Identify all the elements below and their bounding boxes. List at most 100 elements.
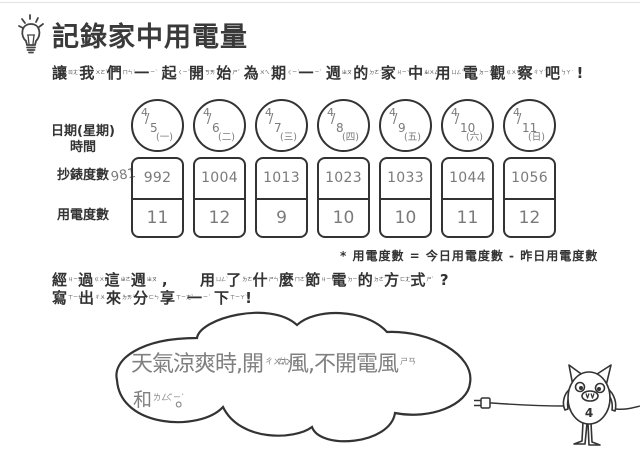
date-day: 8 — [336, 121, 344, 135]
date-circle: 4 / 11 (日) — [503, 99, 556, 152]
zhuyin: ㄔㄚˊ — [533, 69, 547, 76]
char: 開 — [188, 64, 204, 82]
char: 經 — [52, 271, 68, 289]
annotated-char: 家ㄐㄧㄚ — [381, 65, 412, 82]
date-day: 6 — [212, 121, 220, 135]
date-weekday: (二) — [218, 132, 235, 143]
day-column: 4 / 10 (六) 1044 11 — [441, 99, 494, 238]
annotated-char: 觀ㄍㄨㄢ — [490, 65, 521, 82]
annotated-char: 經ㄐㄧㄥ — [52, 271, 83, 289]
row-label-usage: 用電度數 — [56, 208, 109, 223]
annotated-char: 用ㄩㄥˋ — [435, 65, 464, 82]
char: 週 — [130, 271, 146, 289]
annotated-char: 分ㄈㄣ — [133, 290, 160, 307]
zhuyin: ㄍㄨㄛˋ — [94, 276, 112, 283]
char: 一 — [134, 64, 150, 82]
char: 中 — [408, 64, 424, 82]
zhuyin: ㄅㄚ˙ — [561, 69, 574, 76]
annotated-char: ? — [437, 272, 452, 289]
zhuyin: ㄌㄜ˙ — [242, 276, 255, 283]
answer-text: 。 — [175, 389, 194, 411]
date-day: 11 — [522, 121, 538, 135]
annotated-char: 了ㄌㄜ˙ — [226, 271, 255, 289]
zhuyin: ㄩㄥˋ — [216, 276, 229, 283]
char: 下 — [214, 289, 230, 307]
char: 一 — [298, 64, 314, 82]
zhuyin: ㄔㄨ — [95, 294, 106, 301]
reading-box: 1013 9 — [255, 157, 308, 238]
char: 吧 — [545, 64, 561, 82]
date-separator: / — [455, 112, 460, 127]
zhuyin: ㄉㄧㄢˋ — [347, 276, 365, 283]
usage-value: 11 — [146, 207, 169, 228]
date-separator: / — [517, 112, 522, 127]
annotated-char: 式ㄕˋ — [410, 272, 434, 289]
annotated-char: 出ㄔㄨ — [79, 289, 106, 307]
question-line2: 寫ㄒㄧㄝˇ 出ㄔㄨ 來ㄌㄞˊ 分ㄈㄣ 享ㄒㄧㄤˇ 一ㄧˊ 下ㄒㄧㄚˋ ! — [52, 290, 261, 307]
char: 這 — [104, 271, 120, 289]
zhuyin: ㄈㄣ — [149, 294, 160, 301]
char: , — [161, 271, 168, 289]
meter-reading-value: 1044 — [449, 170, 486, 187]
date-circle: 4 / 7 (三) — [255, 99, 308, 152]
zhuyin: ㄓㄜˋ — [120, 276, 134, 283]
char: 察 — [517, 64, 533, 82]
meter-reading-value: 1056 — [511, 170, 548, 187]
zhuyin: ㄑㄧˊ — [287, 69, 300, 76]
zhuyin: ㄉㄧㄢˋ — [478, 69, 497, 76]
zhuyin: ㄨㄛˇ — [95, 69, 108, 76]
box-divider — [319, 197, 368, 200]
char: 了 — [226, 271, 242, 289]
zhuyin: ㄐㄧㄝˊ — [321, 276, 339, 283]
answer-segment: ㄌㄥˇ — [151, 394, 173, 403]
mascot-snout — [581, 390, 599, 402]
char: 出 — [79, 289, 95, 307]
zhuyin: ㄓㄡ — [146, 276, 157, 283]
date-day: 5 — [150, 121, 158, 135]
annotated-char: 察ㄔㄚˊ — [517, 64, 547, 82]
annotated-char: 什ㄕㄣˊ — [253, 272, 282, 289]
annotated-char: 的ㄉㄜ˙ — [353, 65, 382, 82]
meter-reading-value: 1023 — [325, 170, 362, 187]
mascot-belly-number: 4 — [585, 406, 593, 420]
answer-text: 天氣涼爽時,開 — [131, 352, 264, 377]
annotated-char: 一ㄧˋ — [298, 64, 323, 82]
char: 期 — [271, 64, 287, 82]
date-month: 4 — [451, 106, 458, 119]
annotated-char: ! — [572, 65, 587, 82]
zhuyin: ㄉㄜ˙ — [373, 276, 387, 283]
date-month: 4 — [327, 106, 334, 119]
mascot-left-leg — [573, 421, 588, 445]
char: 寫 — [52, 289, 68, 307]
reading-box: 992 11 — [131, 157, 184, 238]
question-line1-part1: 經ㄐㄧㄥ 過ㄍㄨㄛˋ 這ㄓㄜˋ 週ㄓㄡ , — [52, 272, 176, 289]
usage-value: 9 — [276, 207, 287, 228]
pig-mascot-icon: 4 — [562, 364, 617, 446]
char: 起 — [161, 64, 177, 82]
meter-reading-value: 1013 — [263, 170, 300, 187]
annotated-char: 我ㄨㄛˇ — [79, 65, 108, 82]
date-circle: 4 / 10 (六) — [441, 99, 494, 152]
char: 電 — [331, 271, 347, 289]
zhuyin: ㄎㄞ — [204, 69, 215, 76]
zhuyin: ㄒㄧㄝˇ — [68, 294, 86, 301]
day-column: 4 / 7 (三) 1013 9 — [255, 99, 308, 238]
annotated-char: 中ㄓㄨㄥ — [408, 64, 439, 82]
annotated-char: 的ㄉㄜ˙ — [358, 272, 387, 289]
row-label-time: 時間 — [69, 140, 96, 155]
date-weekday: (六) — [466, 132, 483, 143]
zhuyin: ㄧˋ — [314, 69, 323, 76]
date-weekday: (日) — [528, 132, 545, 143]
date-separator: / — [393, 112, 398, 127]
answer-zhuyin: ㄊㄨㄥ — [277, 356, 301, 366]
annotated-char: 讓ㄖㄤˋ — [52, 65, 81, 82]
char: ! — [576, 64, 584, 82]
zhuyin: ㄕˇ — [232, 69, 240, 76]
reading-box: 1044 11 — [441, 157, 494, 238]
char: 電 — [462, 64, 478, 82]
box-divider — [505, 197, 554, 200]
date-circle: 4 / 9 (五) — [379, 99, 432, 152]
box-divider — [257, 197, 306, 200]
day-column: 4 / 6 (二) 1004 12 — [193, 99, 246, 238]
zhuyin: ㄑㄧˇ — [177, 69, 191, 76]
